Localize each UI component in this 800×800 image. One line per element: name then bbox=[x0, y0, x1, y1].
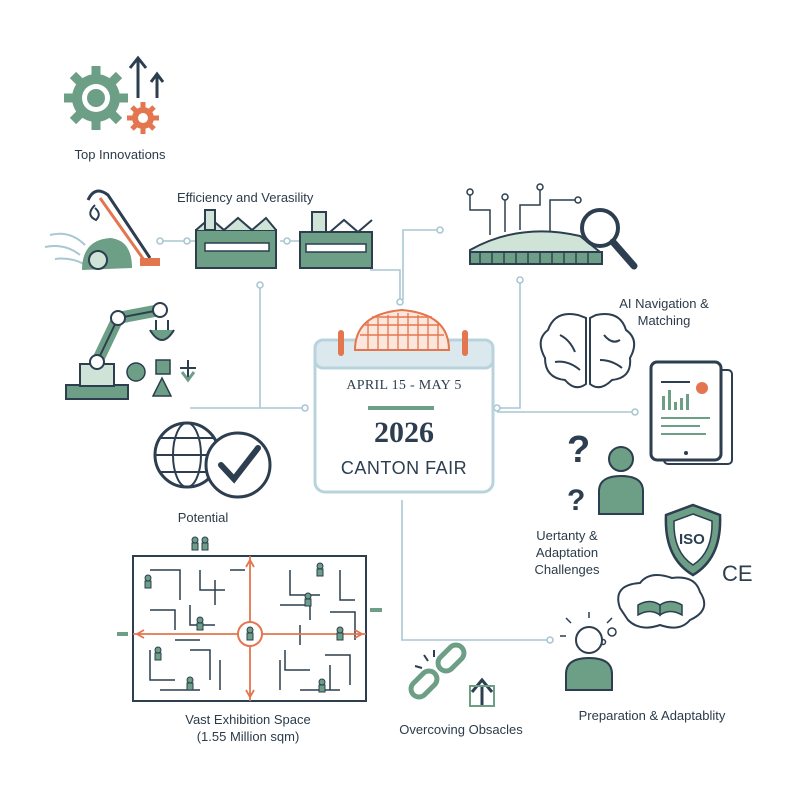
iso-badge-text: ISO bbox=[679, 531, 705, 548]
label-vast-space-line1: Vast Exhibition Space bbox=[185, 712, 311, 727]
stadium-calendar-icon bbox=[313, 308, 495, 494]
gears-arrows-icon bbox=[64, 55, 165, 134]
tablet-report-icon bbox=[649, 360, 733, 465]
label-vast-space-line2: (1.55 Million sqm) bbox=[196, 729, 300, 744]
event-year: 2026 bbox=[374, 416, 434, 449]
maze-floorplan-icon bbox=[117, 536, 382, 702]
label-potential: Potential bbox=[177, 510, 229, 525]
label-overcoming: Overcoving Obsacles bbox=[399, 722, 523, 737]
iso-shield-icon bbox=[664, 503, 722, 577]
brain-icon bbox=[539, 313, 636, 389]
date-range: APRIL 15 - MAY 5 bbox=[346, 378, 462, 393]
label-efficiency: Efficiency and Verasility bbox=[177, 190, 314, 205]
label-uncertainty-line2: Adaptation bbox=[535, 545, 599, 560]
label-ai-navigation-line1: AI Navigation & bbox=[619, 296, 709, 311]
label-ai-navigation-line2: Matching bbox=[637, 313, 691, 328]
svg-text:?: ? bbox=[567, 429, 590, 471]
vacuum-cleaner-icon bbox=[44, 189, 160, 270]
thinking-person-icon bbox=[560, 573, 706, 691]
globe-check-icon bbox=[153, 421, 272, 499]
svg-text:?: ? bbox=[567, 484, 585, 517]
ce-mark-text: CE bbox=[722, 561, 753, 586]
event-name: CANTON FAIR bbox=[340, 458, 468, 478]
exhibition-hall-search-icon bbox=[466, 183, 638, 270]
label-uncertainty-line3: Challenges bbox=[534, 562, 600, 577]
label-uncertainty-line1: Uertanty & bbox=[536, 528, 598, 543]
question-person-icon: ? ? bbox=[567, 429, 644, 517]
connector-lines bbox=[156, 226, 639, 644]
label-preparation: Preparation & Adaptablity bbox=[578, 708, 726, 723]
canton-fair-card: APRIL 15 - MAY 5 2026 CANTON FAIR bbox=[315, 342, 493, 492]
robot-arm-icon bbox=[65, 302, 196, 400]
broken-chain-icon bbox=[408, 642, 495, 707]
factory-icon bbox=[195, 209, 373, 269]
label-top-innovations: Top Innovations bbox=[74, 147, 166, 162]
